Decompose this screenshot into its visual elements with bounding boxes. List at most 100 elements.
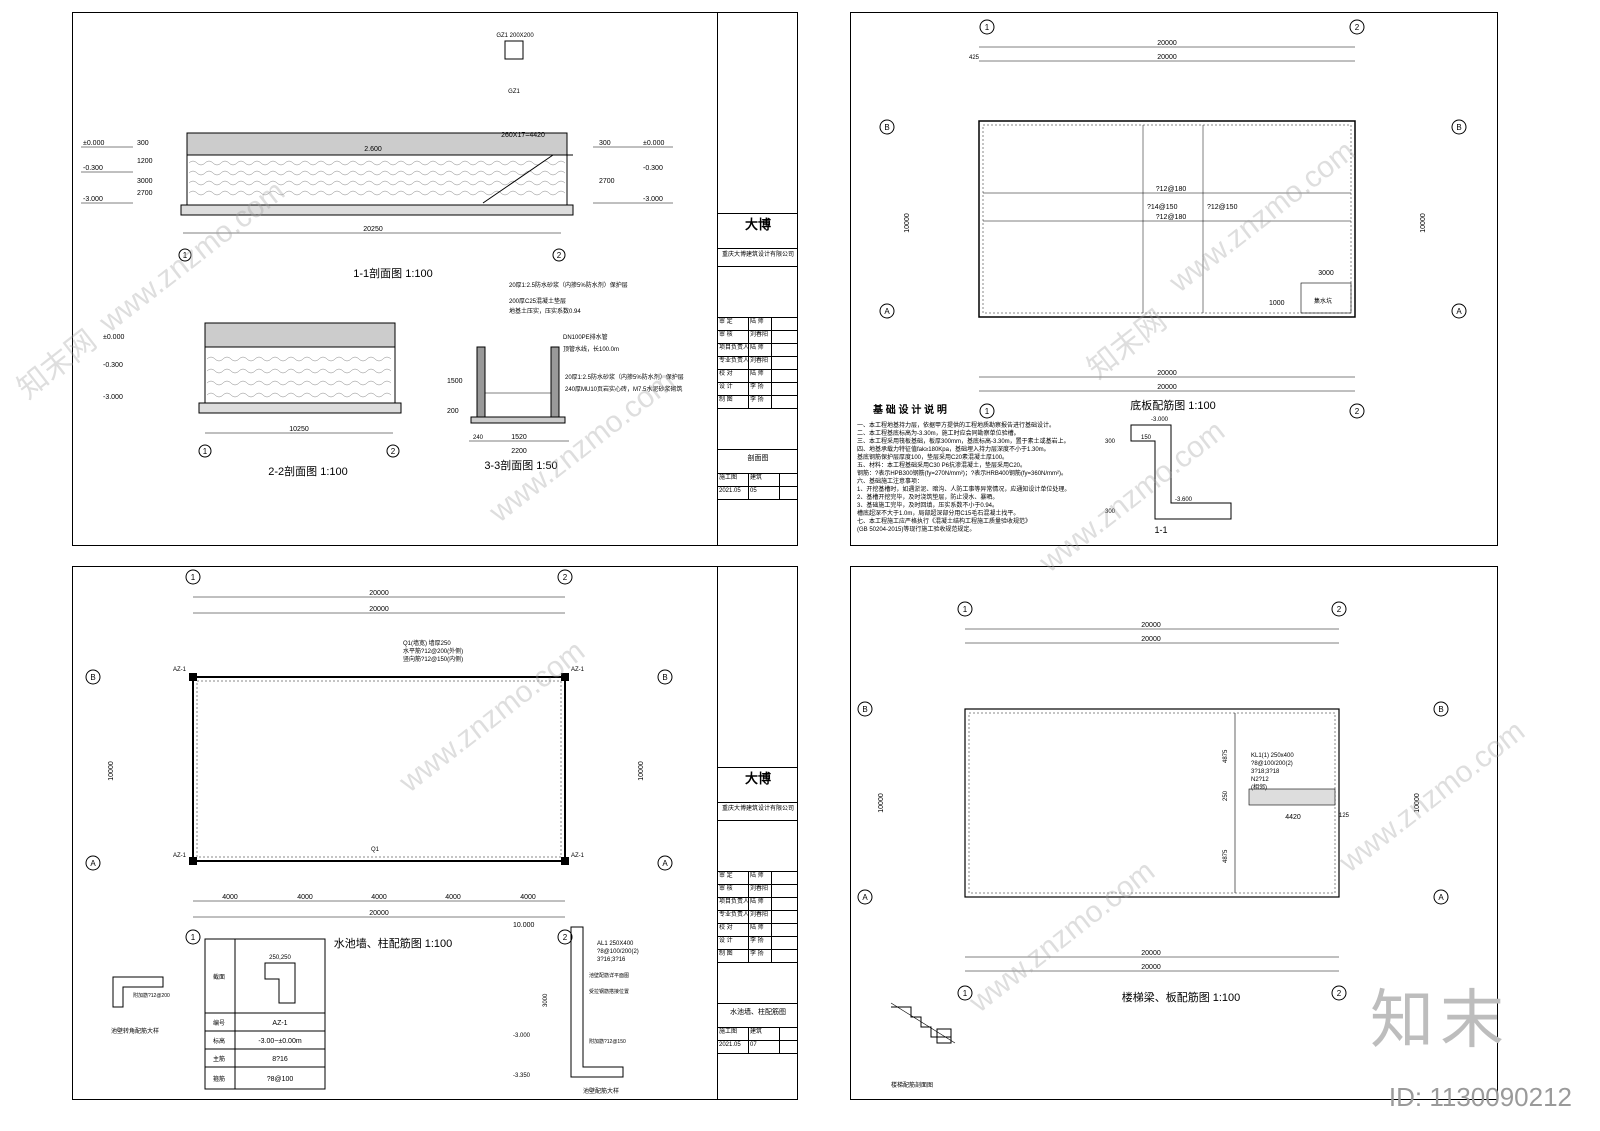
dim-h-right: 10000 bbox=[1414, 793, 1421, 813]
dim-2700-r: 2700 bbox=[599, 178, 615, 185]
dim-4875-b: 4875 bbox=[1223, 849, 1229, 863]
title-foundation: 底板配筋图 1:100 bbox=[1130, 398, 1216, 412]
dim-w-top1: 20000 bbox=[1157, 40, 1177, 47]
axis-B-left: B bbox=[884, 123, 889, 132]
table-no: AZ-1 bbox=[272, 1020, 287, 1027]
dim-250: 250 bbox=[1223, 790, 1229, 801]
axis-2-top: 2 bbox=[563, 573, 568, 582]
dim-w-top2: 20000 bbox=[369, 606, 389, 613]
dim-w-bot: 20000 bbox=[369, 910, 389, 917]
note-0: 一、本工程地基持力层，依据甲方提供的工程地质勘察报告进行基础设计。 bbox=[857, 421, 1055, 429]
note-12: 七、本工程施工应严格执行《混凝土结构工程施工质量验收规范》 bbox=[857, 517, 1031, 525]
axis-A-left: A bbox=[884, 307, 890, 316]
table-head-0: 截面 bbox=[213, 973, 225, 981]
section-22-water bbox=[204, 346, 396, 404]
gz-section bbox=[504, 40, 524, 60]
dim-300-11: 300 bbox=[137, 140, 149, 147]
note-5: 五、材料：本工程基础采用C30 P6抗渗混凝土，垫层采用C20。 bbox=[857, 461, 1026, 469]
bay-1: 4000 bbox=[222, 894, 238, 901]
dim-w-top1: 20000 bbox=[1141, 622, 1161, 629]
note-1: 二、本工程基底标高为-3.30m，施工时应会同勘察单位验槽。 bbox=[857, 429, 1020, 437]
axis-B-right: B bbox=[1456, 123, 1461, 132]
sec-dim-c: 300 bbox=[1105, 509, 1116, 515]
dim-200: 200 bbox=[447, 408, 459, 415]
company-name: 重庆大博建筑设计有限公司 bbox=[718, 249, 797, 267]
foundation-svg: ?12@180 ?12@180 ?14@150 ?12@150 集水坑 3000… bbox=[857, 19, 1467, 535]
note-3: 四、地基承载力特征值fak≥180Kpa，基础埋入持力层深度不小于1.30m。 bbox=[857, 445, 1050, 453]
axis-A-right: A bbox=[1456, 307, 1462, 316]
axis-1-bot: 1 bbox=[963, 989, 968, 998]
wall-q1-bottom: Q1 bbox=[371, 847, 380, 853]
gz-label: GZ1 200X200 bbox=[496, 33, 534, 39]
brand-logo: 知末 bbox=[1370, 984, 1510, 1058]
title-stair-beam: 楼梯梁、板配筋图 1:100 bbox=[1122, 990, 1241, 1004]
axis-A-right: A bbox=[662, 859, 668, 868]
detail-left-title: 池壁转角配筋大样 bbox=[111, 1027, 159, 1035]
pit-dim-3000: 3000 bbox=[1318, 270, 1334, 277]
dim-h-left: 10000 bbox=[904, 213, 911, 233]
company-name-3: 重庆大博建筑设计有限公司 bbox=[718, 803, 797, 821]
corner-bar: 附加筋?12@200 bbox=[133, 992, 170, 999]
note-33-2: 地基土压实，压实系数0.94 bbox=[509, 307, 581, 315]
axis-1-top: 1 bbox=[963, 605, 968, 614]
axis-1-label: 1 bbox=[183, 251, 188, 260]
title-section-33: 3-3剖面图 1:50 bbox=[484, 458, 557, 472]
dim-1520: 1520 bbox=[511, 434, 527, 441]
level-m03-22: -0.300 bbox=[103, 362, 123, 369]
dim-total-22: 10250 bbox=[289, 426, 309, 433]
col-label-tr: AZ-1 bbox=[571, 667, 585, 673]
pit-dim-1000: 1000 bbox=[1269, 300, 1285, 307]
beam-note-2: 3?18;3?18 bbox=[1251, 769, 1280, 775]
axis-2-top: 2 bbox=[1355, 23, 1360, 32]
dim-w-bot2: 20000 bbox=[1141, 964, 1161, 971]
axis-2-22: 2 bbox=[391, 447, 396, 456]
axis-A-right: A bbox=[1438, 893, 1444, 902]
sec-level-t: -3.000 bbox=[1151, 417, 1169, 423]
rnote-2: 3?16;3?16 bbox=[597, 957, 626, 963]
table-head-1: 编号 bbox=[213, 1019, 225, 1027]
document-id: ID: 1130090212 bbox=[1388, 1082, 1572, 1112]
stair-line bbox=[482, 154, 554, 204]
rnote-5: 附加筋?12@150 bbox=[589, 1038, 626, 1045]
stair-detail-title: 楼梯配筋剖面图 bbox=[891, 1081, 933, 1089]
axis-2-bot: 2 bbox=[1337, 989, 1342, 998]
axis-A-left: A bbox=[862, 893, 868, 902]
axis-1-top: 1 bbox=[985, 23, 990, 32]
rnote-3: 池壁配筋详平面图 bbox=[589, 972, 629, 979]
rlevel-b: -3.350 bbox=[513, 1073, 531, 1079]
slab-outline bbox=[978, 120, 1356, 318]
axis-1-top: 1 bbox=[191, 573, 196, 582]
dim-h-left: 10000 bbox=[878, 793, 885, 813]
company-logo: 大博 bbox=[718, 214, 797, 249]
beam-note-0: KL1(1) 250x400 bbox=[1251, 753, 1294, 759]
notes-title: 基 础 设 计 说 明 bbox=[872, 403, 947, 416]
bay-4: 4000 bbox=[445, 894, 461, 901]
corner-detail bbox=[112, 976, 164, 1008]
sheet-stair-beam: KL1(1) 250x400 ?8@100/200(2) 3?18;3?18 N… bbox=[850, 566, 1498, 1100]
sec-dim-a: 300 bbox=[1105, 439, 1116, 445]
bay-2: 4000 bbox=[297, 894, 313, 901]
beam-note-1: ?8@100/200(2) bbox=[1251, 761, 1293, 767]
table-head-3: 主筋 bbox=[213, 1055, 225, 1063]
beam-note-4: (相邻) bbox=[1251, 783, 1267, 791]
dim-4420: 4420 bbox=[1285, 814, 1301, 821]
note-4: 基底钢筋保护层厚度100，垫层采用C20素混凝土厚100。 bbox=[857, 453, 1008, 461]
rlevel-a: -3.000 bbox=[513, 1033, 531, 1039]
note-6: 钢筋：?表示HPB300钢筋(fy=270N/mm²)；?表示HRB400钢筋(… bbox=[857, 469, 1067, 477]
dim-2200: 2200 bbox=[511, 448, 527, 455]
axis-2-bot: 2 bbox=[563, 933, 568, 942]
title-block-1: 大博 重庆大博建筑设计有限公司 审 定陆 师 审 核刘春阳 项目负责人陆 师 专… bbox=[717, 13, 797, 545]
title-section-22: 2-2剖面图 1:100 bbox=[268, 464, 347, 478]
wall-detail bbox=[570, 926, 624, 1078]
table-head-2: 标高 bbox=[213, 1037, 225, 1045]
axis-1-bot: 1 bbox=[191, 933, 196, 942]
note-33-5: 20厚1:2.5防水砂浆（内掺5%防水剂）保护层 bbox=[565, 373, 684, 381]
bay-3: 4000 bbox=[371, 894, 387, 901]
col-label-br: AZ-1 bbox=[571, 853, 585, 859]
stair-beam-svg: KL1(1) 250x400 ?8@100/200(2) 3?18;3?18 N… bbox=[857, 601, 1449, 1089]
note-33-1: 200厚C25混凝土垫层 bbox=[509, 297, 566, 305]
note-33-6: 240厚MU10页岩实心砖，M7.5水泥砂浆砌筑 bbox=[565, 385, 682, 393]
level-pm0-11: ±0.000 bbox=[83, 140, 104, 147]
dim-300-r: 300 bbox=[599, 140, 611, 147]
note-2: 三、本工程采用筏板基础，板厚300mm，基底标高-3.30m，置于素土或基岩上。 bbox=[857, 437, 1070, 445]
